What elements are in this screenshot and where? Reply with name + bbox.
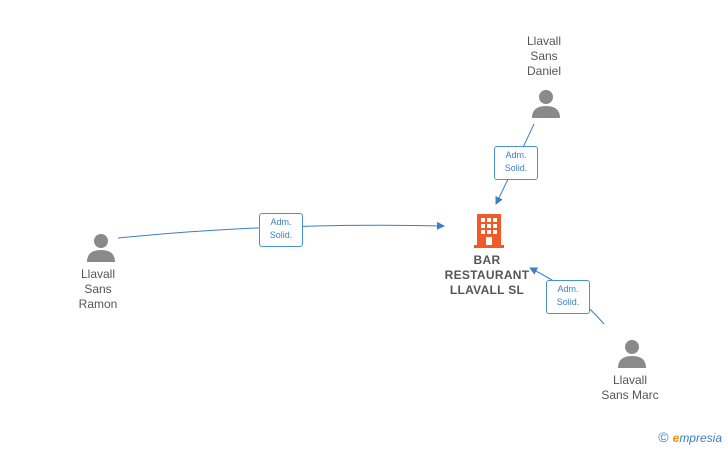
relation-label-daniel[interactable]: Adm. Solid. (494, 146, 538, 180)
company-name[interactable]: BAR RESTAURANT LLAVALL SL (444, 253, 530, 297)
person-icon[interactable] (617, 339, 647, 369)
brand-name: mpresia (679, 431, 722, 445)
person-name-daniel[interactable]: Llavall Sans Daniel (526, 34, 562, 78)
person-icon[interactable] (86, 233, 116, 263)
person-name-ramon[interactable]: Llavall Sans Ramon (78, 267, 118, 311)
company-building-icon[interactable] (474, 212, 504, 248)
relation-label-ramon[interactable]: Adm. Solid. (259, 213, 303, 247)
empresia-logo: ©empresia (658, 429, 722, 445)
person-icon[interactable] (531, 89, 561, 119)
relation-label-marc[interactable]: Adm. Solid. (546, 280, 590, 314)
brand-initial: e (672, 431, 680, 445)
copyright-icon: © (658, 429, 669, 445)
person-name-marc[interactable]: Llavall Sans Marc (601, 373, 659, 402)
